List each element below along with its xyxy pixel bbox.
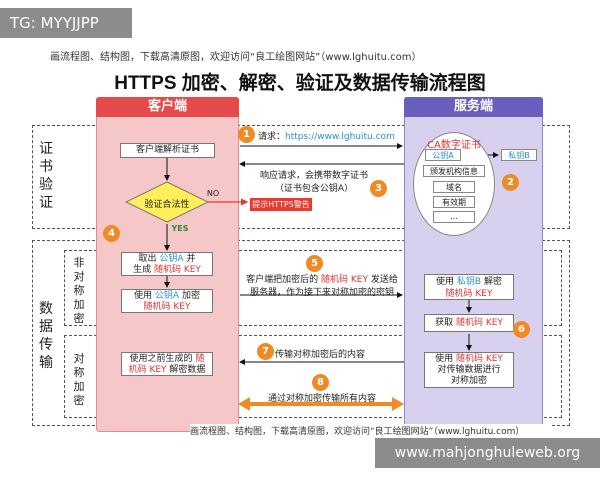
asym-label: 非 对 称 加 密 [73,256,85,325]
validity-field: 有效期 [433,196,475,208]
encrypt-key-box: 使用 公钥A 加密 随机码 KEY [121,289,213,313]
step-5-text: 客户端把加密后的 随机码 KEY 发送给 服务器，作为接下来对称加密的密钥 [246,275,398,298]
step-6-badge: 6 [513,321,530,338]
step-3-text: 响应请求，会携带数字证书 （证书包含公钥A） [259,171,368,194]
issuer-info: 颁发机构信息 [423,165,485,177]
step-3-badge: 3 [370,180,387,197]
step-7-badge: 7 [257,343,274,360]
step-8-text: 通过对称加密传输所有内容 [267,394,376,404]
top-note: 画流程图、结构图，下载高清原图，欢迎访问“良工绘图网站”（www.lghuitu… [50,52,422,63]
gen-key-box: 取出 公钥A 并 生成 随机码 KEY [121,252,213,276]
server-get-key-box: 获取 随机码 KEY [424,314,514,332]
domain-field: 域名 [433,181,475,193]
step-1-text: 请求：https://www.lghuitu.com [258,132,395,142]
asym-frame [64,250,562,326]
server-sym-encrypt-box: 使用 随机码 KEY 对传输数据进行 对称加密 [424,352,514,388]
decrypt-data-box: 使用之前生成的 随 机码 KEY 解密数据 [121,352,213,376]
client-header: 客户端 [96,97,239,117]
server-header: 服务端 [404,97,543,117]
sym-label: 对 称 加 密 [73,352,85,407]
verify-label: 验证合法性 [144,200,190,210]
https-warning-box: 提示HTTPS警告 [250,198,312,211]
step-7-text: 传输对称加密后的内容 [275,350,366,360]
bottom-note: 画流程图、结构图，下载高清原图，欢迎访问“良工绘图网站”（www.lghuitu… [190,424,550,437]
step-2-badge: 2 [502,174,519,191]
yes-label: YES [171,224,189,233]
ca-cert-title: CA数字证书 [427,140,481,151]
step-5-badge: 5 [306,255,323,272]
private-key-b: 私钥B [501,149,537,161]
no-label: NO [206,189,220,198]
data-transfer-label: 数 据 传 输 [39,301,53,371]
watermark-tag: TG: MYYJJPP [0,8,132,38]
step-1-badge: 1 [238,126,255,143]
cert-verify-label: 证 书 验 证 [39,141,53,211]
parse-cert-box: 客户端解析证书 [120,143,215,158]
watermark-banner: www.mahjonghuleweb.org [375,438,600,468]
step-8-badge: 8 [312,374,329,391]
public-key-a: 公钥A [425,149,461,161]
diagram-title: HTTPS 加密、解密、验证及数据传输流程图 [114,73,486,94]
sym-frame [64,335,562,418]
step-4-badge: 4 [103,225,120,242]
server-decrypt-box: 使用 私钥B 解密 随机码 KEY [424,274,514,300]
more-field: ... [433,211,475,223]
cert-verify-frame [32,125,570,229]
